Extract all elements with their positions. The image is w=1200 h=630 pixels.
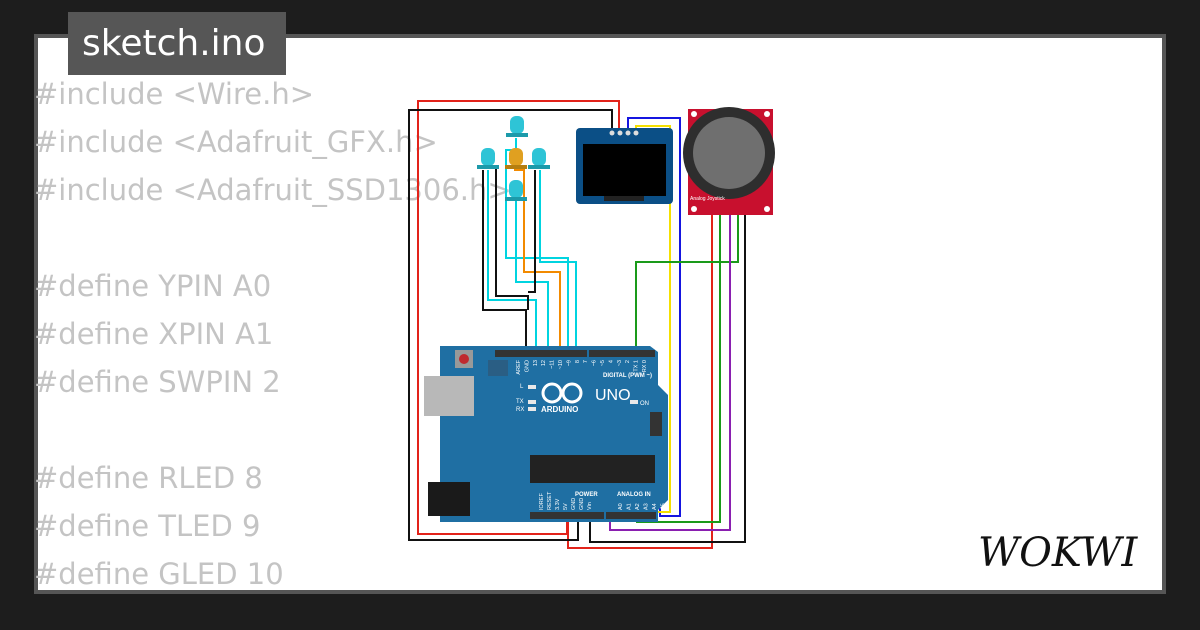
wire-black-leds: [482, 170, 527, 352]
rx-label: RX: [516, 407, 524, 413]
code-line: #define XPIN A1: [34, 317, 274, 351]
analog-label: ANALOG IN: [617, 492, 651, 498]
board-model-label: UNO: [595, 387, 631, 404]
led-right-cyan: [528, 148, 550, 169]
pin-label: 12: [541, 360, 547, 366]
pin-label: ~6: [592, 360, 598, 366]
digital-label: DIGITAL (PWM ~): [603, 373, 652, 379]
wire-red-top: [417, 100, 620, 535]
wire-cyan-2: [539, 170, 577, 352]
analog-joystick[interactable]: Analog Joystick: [683, 107, 775, 215]
code-line: #include <Adafruit_SSD1306.h>: [34, 173, 512, 207]
pin-label: 3.3V: [555, 498, 561, 510]
icsp-header: [650, 412, 662, 436]
usb-port: [424, 376, 474, 416]
file-tab[interactable]: sketch.ino: [68, 12, 286, 75]
wire-black-joystick: [589, 210, 746, 543]
tx-label: TX: [516, 399, 524, 405]
pin-label: ~11: [550, 360, 556, 369]
pin-label: 2: [625, 360, 631, 363]
digital-header-right: [589, 350, 655, 357]
wire-orange: [514, 169, 561, 352]
pin-label: TX 1: [634, 360, 640, 372]
pin-label: 7: [583, 360, 589, 363]
led-bottom-cyan: [505, 180, 527, 201]
pin-label: AREF: [516, 359, 522, 374]
code-line: #include <Wire.h>: [34, 77, 315, 111]
code-preview: #include <Wire.h> #include <Adafruit_GFX…: [34, 70, 512, 598]
pin-label: GND: [524, 360, 530, 372]
power-label: POWER: [575, 492, 598, 498]
wire-black-leds-2: [495, 168, 529, 310]
led-middle-orange: [505, 148, 527, 169]
power-jack: [428, 482, 470, 516]
pin-label: 4: [608, 360, 614, 363]
wire-cyan-1: [487, 170, 537, 352]
pin-label: A0: [618, 503, 624, 510]
wire-green-1: [635, 210, 739, 352]
arduino-uno-board: UNO ARDUINO DIGITAL (PWM ~) POWER ANALOG…: [424, 346, 668, 522]
wokwi-logo-text: WOKWI: [978, 530, 1138, 576]
pin-label: ~10: [558, 360, 564, 369]
code-line: #define RLED 8: [34, 461, 263, 495]
pin-label: Vin: [587, 502, 593, 510]
pin-label: A5: [661, 503, 667, 510]
pin-label: IOREF: [539, 493, 545, 510]
pin-label: A4: [652, 503, 658, 510]
pin-label: 5V: [563, 503, 569, 510]
pin-label: GND: [579, 498, 585, 510]
power-header: [530, 512, 604, 519]
wire-blue: [627, 117, 681, 517]
pin-label: RX 0: [642, 360, 648, 372]
analog-header: [606, 512, 656, 519]
board-brand-label: ARDUINO: [541, 405, 578, 414]
code-line: #define SWPIN 2: [34, 365, 281, 399]
pin-label: A2: [635, 503, 641, 510]
digital-header-left: [495, 350, 587, 357]
pin-label: ~5: [600, 360, 606, 366]
pin-label: A1: [627, 503, 633, 510]
pin-label: GND: [571, 498, 577, 510]
code-line: #define YPIN A0: [34, 269, 272, 303]
led-top-cyan: [506, 116, 528, 137]
code-line: #define TLED 9: [34, 509, 261, 543]
pin-label: A3: [644, 503, 650, 510]
pin-label: 13: [533, 360, 539, 366]
wire-cyan-4: [515, 200, 549, 352]
l-led-label: L: [520, 384, 524, 390]
wokwi-logo: WOKWI: [978, 530, 1138, 576]
on-label: ON: [640, 401, 649, 407]
code-line: #include <Adafruit_GFX.h>: [34, 125, 438, 159]
oled-display: [576, 128, 673, 204]
arduino-logo: [541, 382, 583, 404]
code-line: #define GLED 10: [34, 557, 284, 591]
atmega-chip: [530, 455, 655, 483]
joystick-label: Analog Joystick: [690, 196, 725, 202]
pin-label: 8: [575, 360, 581, 363]
pin-label: RESET: [547, 491, 553, 510]
led-left-cyan: [477, 148, 499, 169]
wire-black-leds-3: [528, 170, 536, 293]
pin-label: ~9: [566, 360, 572, 366]
pin-label: ~3: [617, 360, 623, 366]
wire-black-top: [408, 109, 613, 541]
